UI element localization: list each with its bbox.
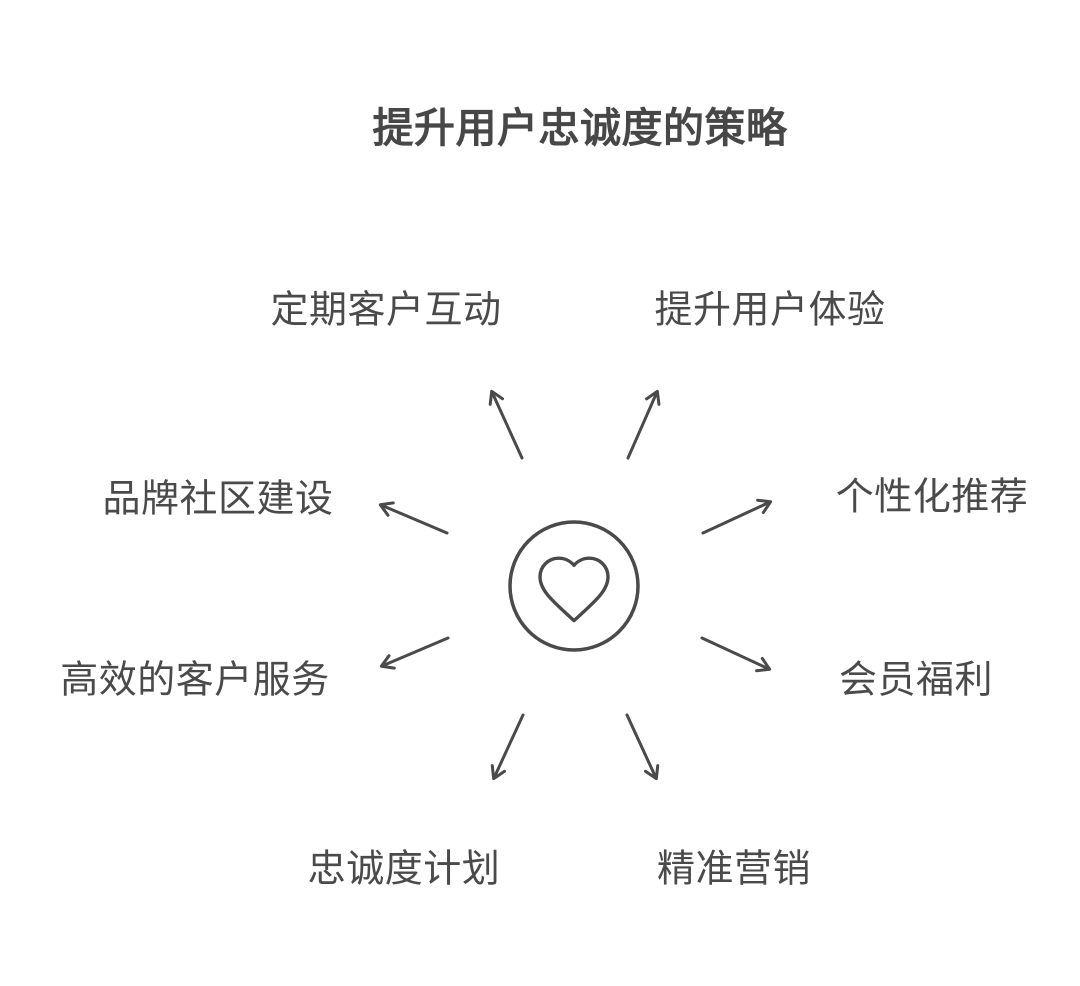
node-label-regular-customer-interaction: 定期客户互动 <box>270 289 502 332</box>
arrow-mid-right <box>701 498 773 535</box>
arrow-bottom-left <box>490 713 525 781</box>
node-label-loyalty-program: 忠诚度计划 <box>307 848 501 891</box>
arrow-top-left <box>488 389 524 460</box>
arrow-lower-right <box>700 636 772 673</box>
arrow-top-right <box>626 389 661 460</box>
arrow-lower-left <box>379 636 450 670</box>
arrow-bottom-right <box>625 713 660 781</box>
arrow-mid-left <box>378 501 449 535</box>
node-label-personalized-recommendation: 个性化推荐 <box>835 476 1029 519</box>
node-label-efficient-customer-service: 高效的客户服务 <box>60 659 330 702</box>
node-label-improve-user-experience: 提升用户体验 <box>654 289 886 332</box>
center-emblem <box>508 520 640 652</box>
node-label-precision-marketing: 精准营销 <box>656 848 812 891</box>
page-title: 提升用户忠诚度的策略 <box>372 105 788 151</box>
node-label-brand-community-building: 品牌社区建设 <box>102 478 334 521</box>
center-circle <box>508 520 640 652</box>
heart-icon <box>538 556 610 623</box>
node-label-member-benefits: 会员福利 <box>838 659 994 702</box>
